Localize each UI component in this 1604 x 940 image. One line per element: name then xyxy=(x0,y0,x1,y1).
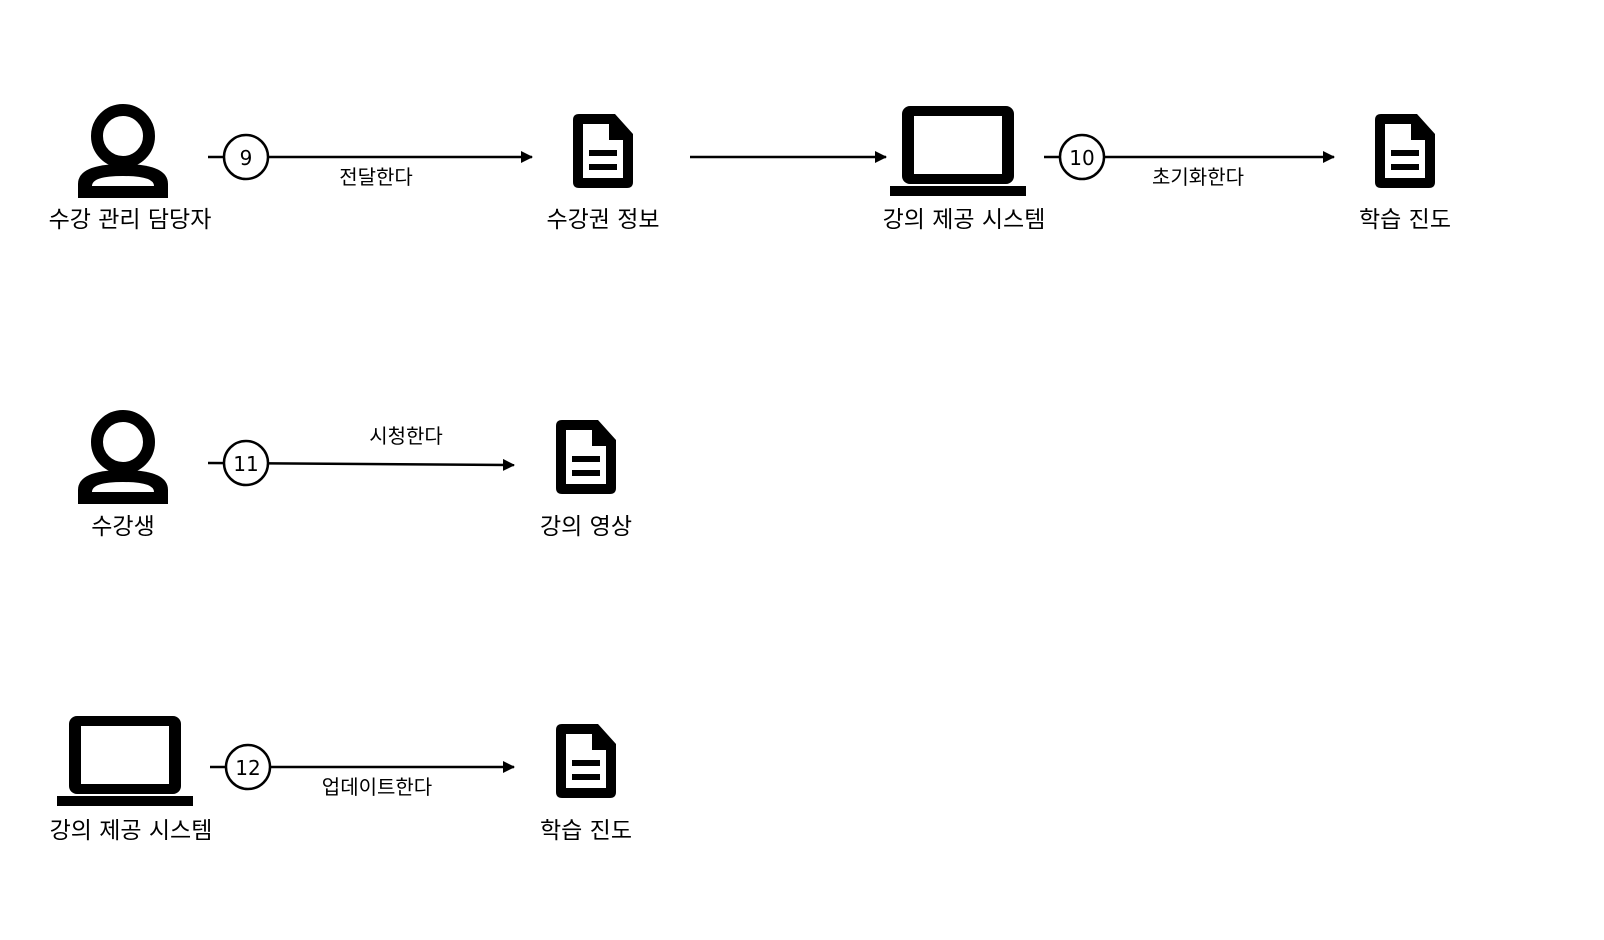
person-icon xyxy=(78,104,168,198)
node-label-course-admin: 수강 관리 담당자 xyxy=(48,207,212,233)
node-label-learning-progress: 학습 진도 xyxy=(1359,207,1451,233)
step-number-9: 9 xyxy=(239,146,253,170)
edge-label-update: 업데이트한다 xyxy=(321,775,433,799)
node-label-lecture-system: 강의 제공 시스템 xyxy=(49,818,213,844)
node-label-enrollment-info: 수강권 정보 xyxy=(546,207,660,233)
edge-11 xyxy=(207,439,515,487)
document-icon xyxy=(573,114,633,188)
edge-9 xyxy=(208,133,533,181)
edge-label-watch: 시청한다 xyxy=(369,424,443,448)
document-icon xyxy=(1375,114,1435,188)
edge-12 xyxy=(210,743,515,791)
edge-label-deliver: 전달한다 xyxy=(339,165,413,189)
step-number-10: 10 xyxy=(1069,146,1095,170)
laptop-icon xyxy=(890,106,1026,196)
document-icon xyxy=(556,420,616,494)
document-icon xyxy=(556,724,616,798)
node-label-student: 수강생 xyxy=(91,514,155,540)
node-label-lecture-system: 강의 제공 시스템 xyxy=(882,207,1046,233)
node-label-lecture-video: 강의 영상 xyxy=(540,514,632,540)
edge-10 xyxy=(1044,133,1335,181)
person-icon xyxy=(78,410,168,504)
laptop-icon xyxy=(57,716,193,806)
step-number-11: 11 xyxy=(233,452,259,476)
edge-label-initialize: 초기화한다 xyxy=(1152,165,1244,189)
node-label-learning-progress: 학습 진도 xyxy=(540,818,632,844)
step-number-12: 12 xyxy=(235,756,261,780)
